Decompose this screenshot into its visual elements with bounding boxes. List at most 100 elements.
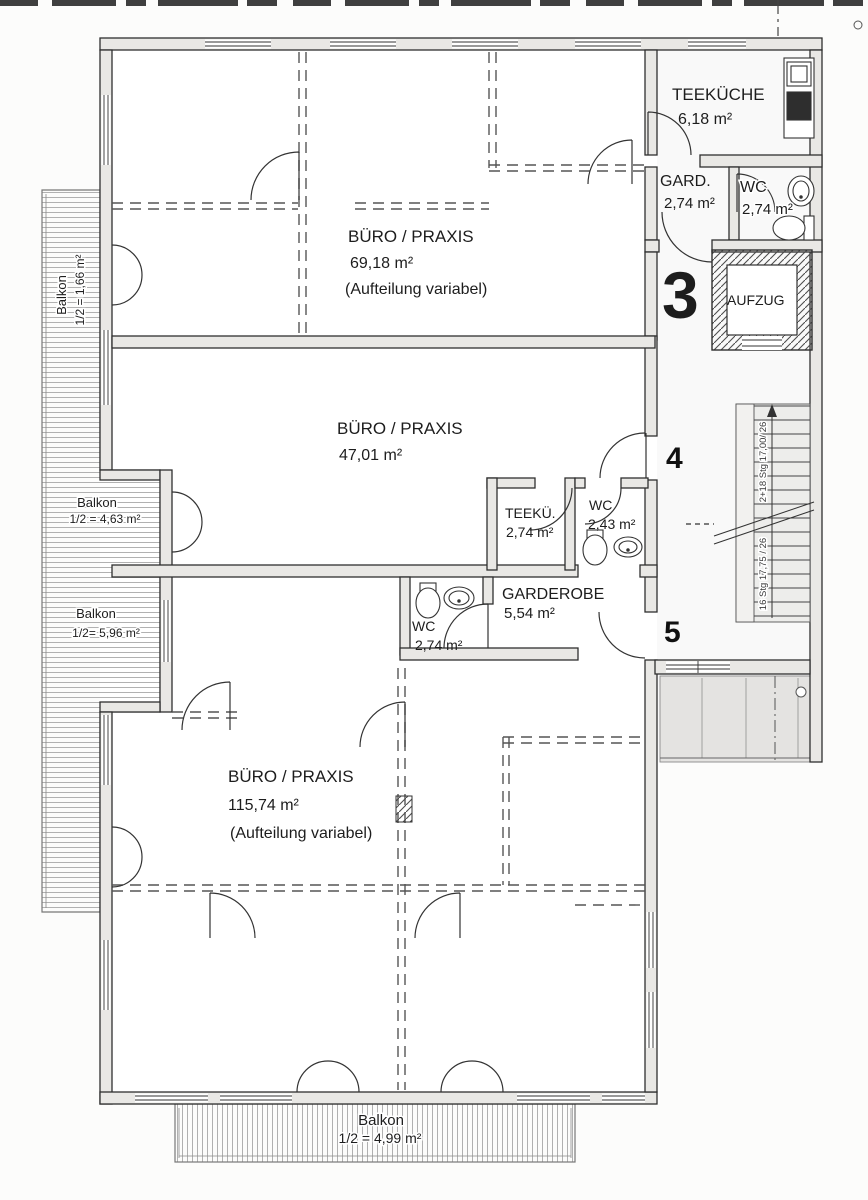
unit-markers: 3 4 5 [662, 258, 699, 649]
wall-gard-south-a [644, 239, 660, 253]
wall-wclow-east [482, 576, 494, 605]
wall-teekue-wc-divider [564, 477, 576, 571]
door-teekue-mid [529, 487, 573, 531]
doors [111, 111, 776, 1093]
wall-corridor-west-a [644, 251, 658, 341]
label-buero115-name: BÜRO / PRAXIS [228, 767, 354, 786]
partition-topwing-vertical2 [488, 52, 497, 168]
window [688, 39, 746, 49]
stair-treads [754, 405, 810, 617]
window [101, 715, 111, 785]
partition-bottomwing-vertical2 [502, 737, 510, 885]
label-wc-top-area: 2,74 m² [742, 201, 793, 218]
label-balkon1-share: 1/2 = 1,66 m² [73, 254, 87, 325]
wall-west-step2 [99, 701, 161, 713]
survey-mark-circle [853, 20, 863, 30]
staircase: 2+18 Stg 17,00/ 26 16 Stg 17,75 / 26 [686, 403, 815, 623]
label-balkon4-share: 1/2 = 4,99 m² [339, 1130, 422, 1146]
door-wc-top [736, 173, 776, 213]
window [135, 1093, 208, 1103]
window [646, 912, 656, 968]
door-partition-topwing [250, 151, 300, 201]
partition-bottomwing-vertical [397, 668, 406, 1090]
wall-wcmid-north-a [574, 477, 586, 489]
label-teekue-mid-name: TEEKÜ. [505, 504, 556, 521]
label-wc-top-name: WC [740, 179, 767, 196]
door-teekueche-top [647, 111, 692, 156]
partition-pier-hatched [395, 795, 413, 823]
wc-low-fixtures [415, 582, 475, 619]
partition-stub-left [172, 711, 240, 719]
wall-mid-north [111, 335, 656, 349]
door-wc-mid [584, 487, 622, 525]
double-door-balcony-upper [111, 244, 143, 306]
door-partition-bw3 [414, 892, 461, 939]
label-aufzug: AUFZUG [727, 292, 785, 308]
window [575, 39, 641, 49]
wall-gard-west [644, 166, 658, 241]
wall-wcmid-north-b [620, 477, 649, 489]
window [101, 330, 111, 405]
elevator-door [742, 336, 782, 350]
label-buero47-area: 47,01 m² [339, 447, 403, 464]
unit-marker-4: 4 [666, 442, 683, 475]
label-buero115-note: (Aufteilung variabel) [230, 825, 372, 842]
window [646, 992, 656, 1048]
label-balkon3-share: 1/2= 5,96 m² [72, 626, 140, 640]
door-gard-corridor [661, 211, 713, 263]
wall-garderobe-south [399, 647, 579, 661]
door-wc-low [443, 603, 489, 649]
label-wc-mid-area: 2,43 m² [588, 516, 636, 532]
wall-mid-south-b [639, 564, 658, 578]
wall-teekueche-west [644, 49, 658, 156]
window [205, 39, 271, 49]
stair-direction-arrow [767, 404, 777, 417]
elevator [711, 249, 813, 351]
wc-top-fixtures [772, 175, 815, 241]
door-buero69 [587, 139, 633, 185]
dashed-partitions [112, 52, 645, 1090]
label-buero115-area: 115,74 m² [228, 797, 300, 814]
label-buero47-name: BÜRO / PRAXIS [337, 419, 463, 438]
label-buero69-area: 69,18 m² [350, 255, 414, 272]
label-teekue-mid-area: 2,74 m² [506, 524, 554, 540]
window [517, 1093, 590, 1103]
label-teekueche-top-area: 6,18 m² [678, 111, 733, 128]
window [101, 940, 111, 1010]
window [220, 1093, 292, 1103]
wall-wclow-west [399, 576, 411, 656]
window [666, 661, 730, 673]
wall-west-step1 [99, 469, 161, 481]
partition-topwing-horiz-right [489, 164, 645, 172]
balcony-labels: Balkon 1/2 = 1,66 m² Balkon 1/2 = 4,63 m… [53, 253, 424, 1148]
label-balkon3-name: Balkon [76, 606, 116, 621]
window [452, 39, 518, 49]
stove-icon [786, 91, 812, 121]
drain-circle [795, 686, 807, 698]
wall-teekueche-south [699, 154, 823, 168]
window [330, 39, 396, 49]
partition-topwing-vertical [298, 52, 307, 336]
label-balkon1-name: Balkon [54, 275, 69, 315]
window [161, 600, 171, 662]
label-balkon4-name: Balkon [358, 1112, 404, 1129]
wall-east-lower [644, 659, 658, 1093]
stair-stringer [735, 403, 755, 623]
door-partition-bw4 [209, 892, 256, 939]
door-unit5 [598, 611, 646, 659]
double-door-south-left [296, 1060, 360, 1093]
wall-corridor-west-c [644, 479, 658, 613]
double-door-balcony-lower [111, 826, 143, 888]
label-garderobe-name: GARDEROBE [502, 586, 604, 603]
label-buero69-note: (Aufteilung variabel) [345, 281, 487, 298]
double-door-balcony-mid [171, 491, 203, 553]
partition-bottomwing-horiz2 [503, 736, 645, 744]
scan-artifacts [0, 0, 868, 36]
door-partition-bw1 [181, 681, 231, 731]
label-gard-area: 2,74 m² [664, 195, 715, 212]
label-buero69-name: BÜRO / PRAXIS [348, 227, 474, 246]
window [101, 95, 111, 165]
partition-topwing-horiz-mid [355, 202, 489, 210]
